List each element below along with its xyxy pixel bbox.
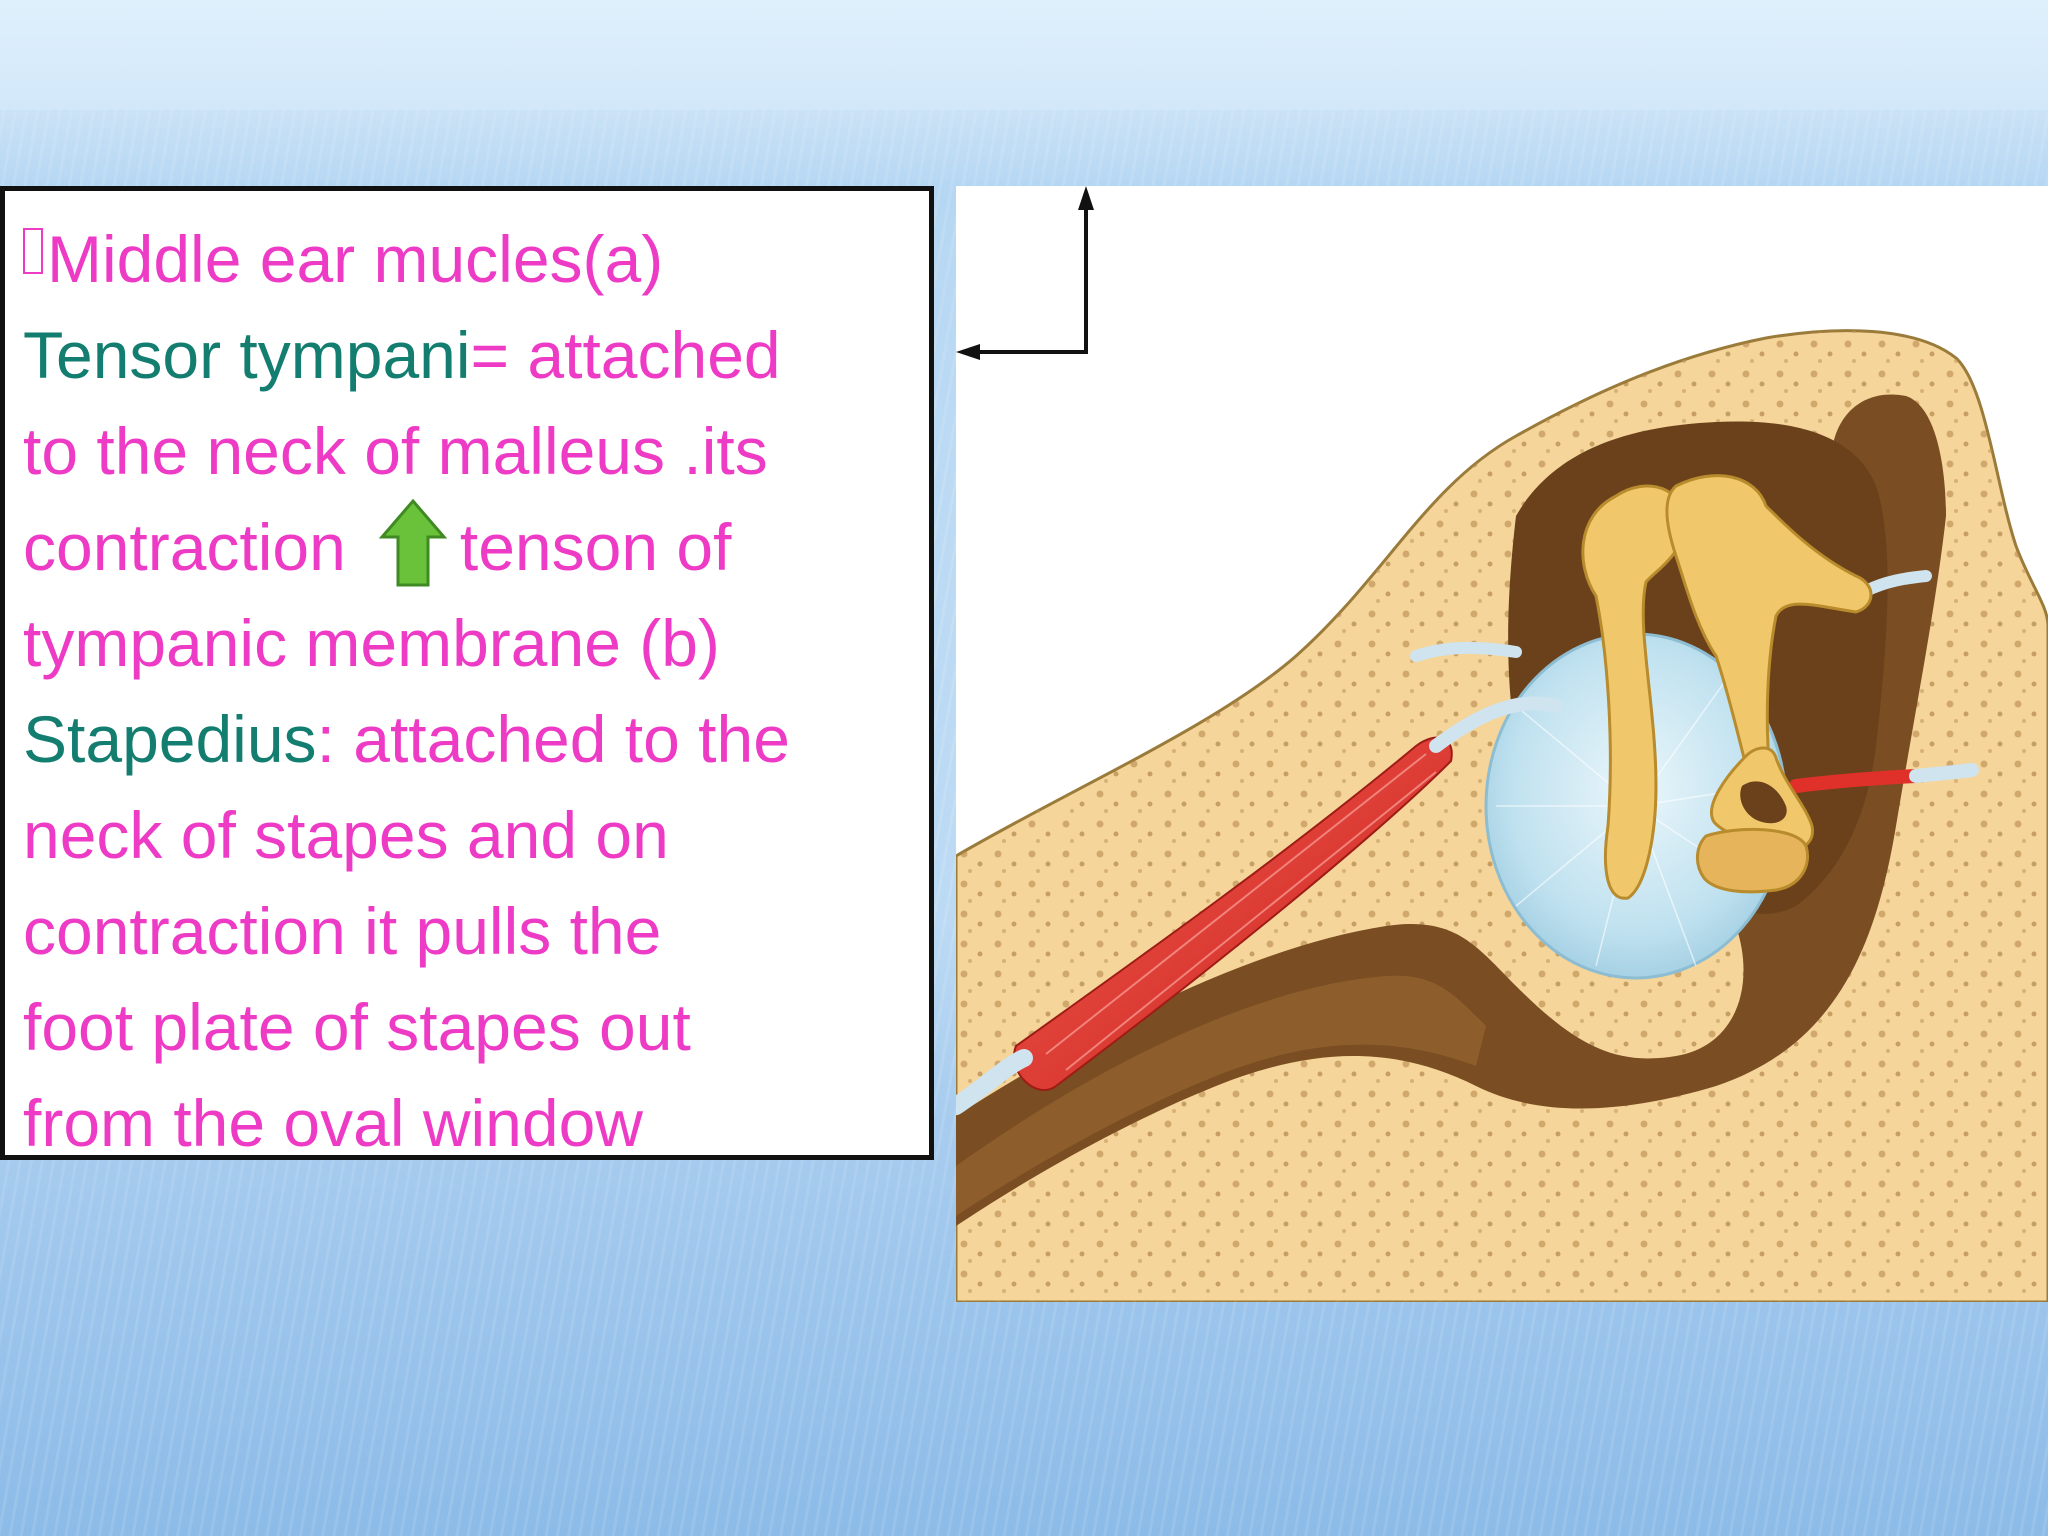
text-panel: Middle ear mucles(a) Tensor tympani= att… [0,186,934,1160]
middle-ear-anatomy-illustration [956,186,2048,1302]
bullet-icon [23,228,43,274]
up-arrow-icon [378,498,448,587]
term-tensor-tympani: Tensor tympani [23,318,471,392]
middle-ear-figure [956,186,2048,1302]
line-4-after: tenson of [459,510,732,584]
line-8: contraction it pulls the [23,894,662,968]
elbow-arrow-icon [956,186,1094,360]
line-4-before: contraction [23,510,346,584]
line-6: Stapedius: attached to the [23,691,913,787]
line-2-text: = attached [470,318,781,392]
term-stapedius: Stapedius [23,702,317,776]
line-10: from the oval window [23,1086,643,1160]
line-7: neck of stapes and on [23,798,669,872]
line-5: tympanic membrane (b) [23,606,720,680]
line-1-text: Middle ear mucles(a) [47,222,664,296]
line-3: to the neck of malleus .its [23,414,768,488]
line-9: foot plate of stapes out [23,990,691,1064]
slide-title-band [0,0,2048,110]
line-1: Middle ear mucles(a) [23,211,913,307]
line-6-text: : attached to the [316,702,790,776]
line-4: contraction tenson of [23,498,913,595]
line-2: Tensor tympani= attached [23,307,913,403]
